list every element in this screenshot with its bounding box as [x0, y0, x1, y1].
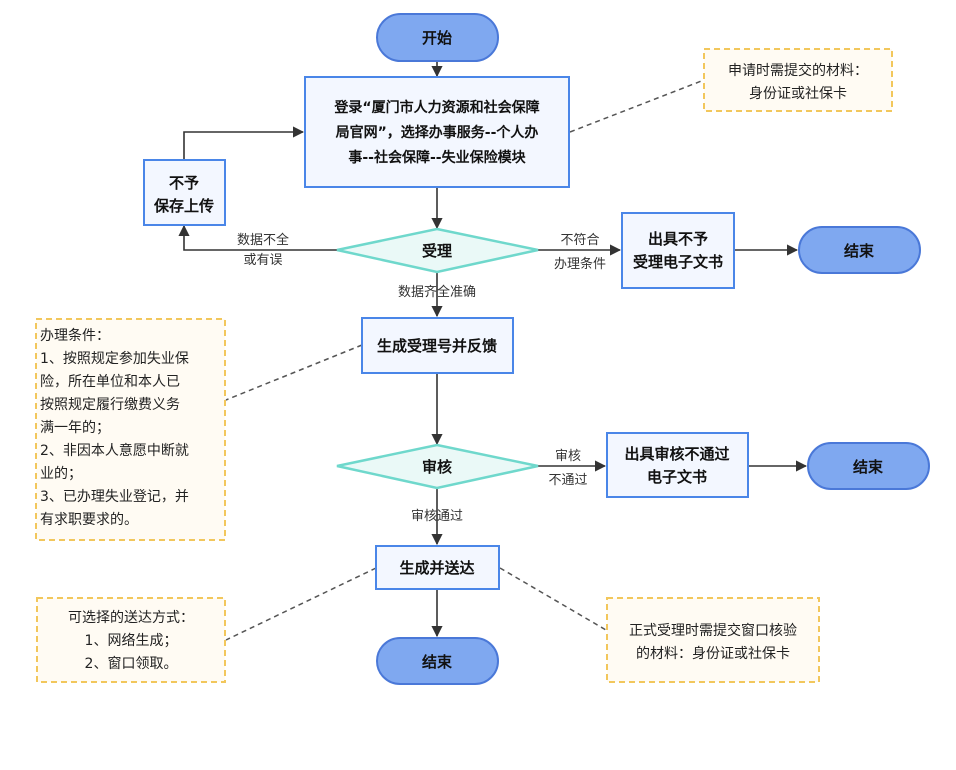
- node-gen-number: 生成受理号并反馈: [361, 317, 514, 374]
- notes: 申请时需提交的材料： 身份证或社保卡 办理条件： 1、按照规定参加失业保 险，所…: [35, 48, 893, 683]
- label-review-fail-line2: 不通过: [548, 473, 587, 488]
- note-verify-line2: 的材料：身份证或社保卡: [636, 646, 790, 662]
- node-accept-text: 受理: [422, 242, 452, 260]
- nodes: 开始 登录“厦门市人力资源和社会保障 局官网”，选择办事服务--个人办 事--社…: [143, 13, 930, 685]
- node-review-fail-doc: 出具审核不通过 电子文书: [606, 432, 749, 498]
- node-end-1-text: 结束: [844, 242, 875, 260]
- connector-conditions: [225, 344, 363, 401]
- node-gen-number-text: 生成受理号并反馈: [377, 337, 497, 355]
- node-end-3-text: 结束: [422, 653, 453, 671]
- label-review-fail-line1: 审核: [555, 449, 581, 464]
- node-login-line3: 事--社会保障--失业保险模块: [348, 149, 526, 166]
- node-end-1: 结束: [798, 226, 921, 274]
- node-reject-save: 不予 保存上传: [143, 159, 226, 226]
- edges: [178, 62, 808, 638]
- node-gen-deliver: 生成并送达: [375, 545, 500, 590]
- node-end-2: 结束: [807, 442, 930, 490]
- note-delivery: 可选择的送达方式： 1、网络生成； 2、窗口领取。: [36, 597, 226, 683]
- note-conditions-line4: 按照规定履行缴费义务: [40, 397, 180, 413]
- note-connectors: [225, 79, 705, 641]
- edge-accept-to-reject-save: [178, 224, 338, 251]
- label-not-meet-line2: 办理条件: [554, 256, 606, 272]
- node-no-accept-doc-line1: 出具不予: [648, 230, 708, 248]
- node-review-text: 审核: [422, 458, 452, 476]
- node-gen-deliver-text: 生成并送达: [399, 559, 474, 577]
- node-reject-save-line2: 保存上传: [153, 197, 214, 215]
- node-accept: 受理: [336, 227, 539, 274]
- node-login: 登录“厦门市人力资源和社会保障 局官网”，选择办事服务--个人办 事--社会保障…: [304, 76, 570, 188]
- edge-labels: 数据不全 或有误 不符合 办理条件 数据齐全准确 审核 不通过 审核通过: [237, 232, 606, 524]
- label-incomplete-line1: 数据不全: [237, 232, 289, 248]
- node-no-accept-doc-line2: 受理电子文书: [633, 253, 723, 271]
- note-verify-line1: 正式受理时需提交窗口核验: [629, 622, 797, 639]
- note-verify: 正式受理时需提交窗口核验 的材料：身份证或社保卡: [606, 597, 820, 683]
- note-conditions: 办理条件： 1、按照规定参加失业保 险，所在单位和本人已 按照规定履行缴费义务 …: [35, 318, 226, 541]
- connector-verify: [499, 567, 607, 631]
- note-conditions-line8: 3、已办理失业登记，并: [40, 489, 189, 505]
- note-delivery-line2: 1、网络生成；: [85, 633, 178, 649]
- note-conditions-line1: 办理条件：: [40, 327, 110, 344]
- label-complete: 数据齐全准确: [398, 284, 476, 300]
- note-materials: 申请时需提交的材料： 身份证或社保卡: [703, 48, 893, 112]
- note-delivery-line1: 可选择的送达方式：: [68, 610, 194, 626]
- note-conditions-line6: 2、非因本人意愿中断就: [40, 442, 189, 459]
- note-conditions-line5: 满一年的；: [40, 420, 110, 436]
- edge-reject-save-to-login: [183, 126, 305, 160]
- node-start-text: 开始: [422, 29, 452, 47]
- node-review-fail-doc-line1: 出具审核不通过: [624, 445, 729, 463]
- note-materials-line1: 申请时需提交的材料：: [728, 62, 868, 79]
- connector-delivery: [225, 567, 377, 641]
- node-end-3: 结束: [376, 637, 499, 685]
- connector-materials: [569, 79, 705, 133]
- node-login-line2: 局官网”，选择办事服务--个人办: [336, 124, 539, 141]
- note-materials-line2: 身份证或社保卡: [749, 86, 847, 102]
- label-incomplete-line2: 或有误: [243, 253, 282, 268]
- node-login-line1: 登录“厦门市人力资源和社会保障: [333, 99, 539, 116]
- label-review-pass: 审核通过: [411, 509, 463, 524]
- node-review: 审核: [336, 443, 539, 490]
- node-start: 开始: [376, 13, 499, 62]
- note-conditions-line3: 险，所在单位和本人已: [40, 374, 180, 390]
- node-end-2-text: 结束: [853, 458, 884, 476]
- node-no-accept-doc: 出具不予 受理电子文书: [621, 212, 735, 289]
- note-delivery-line3: 2、窗口领取。: [85, 655, 178, 672]
- node-review-fail-doc-line2: 电子文书: [647, 468, 707, 486]
- note-conditions-line9: 有求职要求的。: [40, 512, 138, 528]
- note-conditions-line7: 业的；: [40, 466, 82, 482]
- label-not-meet-line1: 不符合: [560, 232, 599, 248]
- node-reject-save-line1: 不予: [169, 174, 199, 192]
- note-conditions-line2: 1、按照规定参加失业保: [40, 350, 189, 367]
